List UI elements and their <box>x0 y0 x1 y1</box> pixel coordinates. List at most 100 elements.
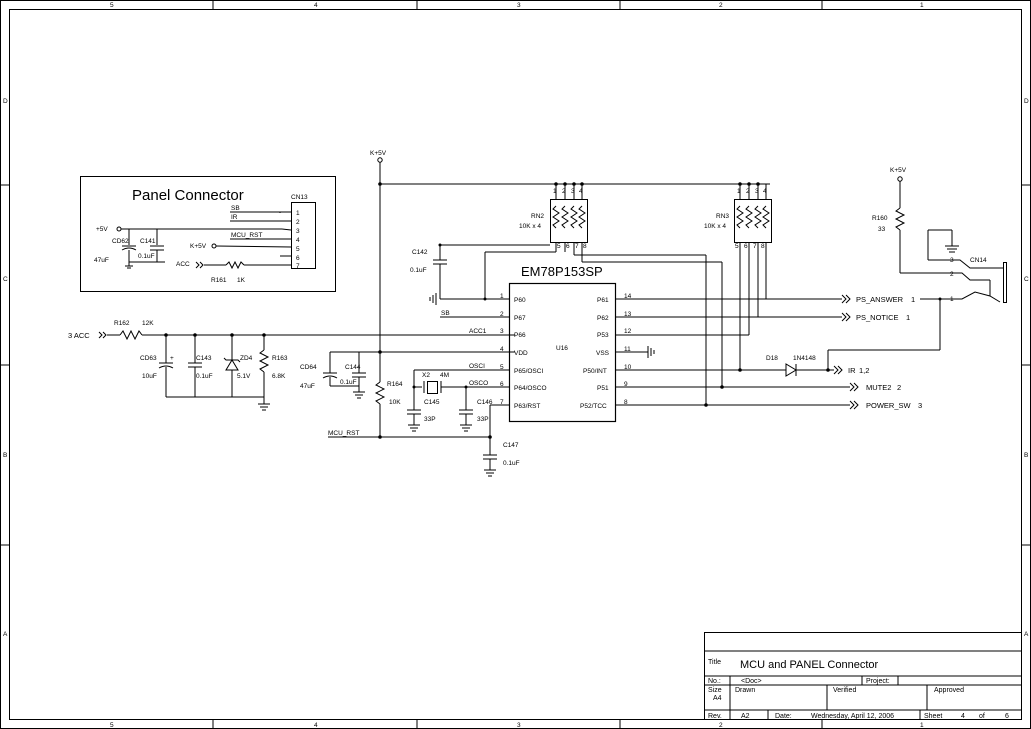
net-label: MCU_RST <box>328 430 359 437</box>
rn3-pin: 7 <box>753 243 757 250</box>
title-block: Title MCU and PANEL Connector No.: <Doc>… <box>704 632 1022 720</box>
rn2-pin: 2 <box>562 188 566 195</box>
cn13-ref: CN13 <box>291 194 308 201</box>
drawn-label: Drawn <box>735 687 755 694</box>
r161-ref: R161 <box>211 277 227 284</box>
sheet-total: 6 <box>1005 713 1009 720</box>
c147-value: 0.1uF <box>503 460 520 467</box>
x2-value: 4M <box>440 372 449 379</box>
rn3-pin: 4 <box>763 188 767 195</box>
date-label: Date: <box>775 713 792 720</box>
c146-value: 33P <box>477 416 489 423</box>
row-label: C <box>3 276 8 283</box>
col-label: 2 <box>719 722 723 729</box>
c141-value: 0.1uF <box>138 253 155 260</box>
c142-value: 0.1uF <box>410 267 427 274</box>
col-label: 5 <box>110 722 114 729</box>
mcu-pin-number: 8 <box>624 399 628 406</box>
c141-ref: C141 <box>140 238 156 245</box>
mcu-pin-number: 5 <box>500 364 504 371</box>
port-num: 1 <box>911 295 915 304</box>
cn14-pin: 2 <box>950 271 954 278</box>
col-label: 5 <box>110 2 114 9</box>
mcu-pin-name: P50/INT <box>583 368 607 375</box>
mcu-pin-number: 13 <box>624 311 632 318</box>
cn13-pin-numbers: 1 2 3 4 5 6 7 <box>296 210 300 270</box>
r160-value: 33 <box>878 226 886 233</box>
col-label: 4 <box>314 722 318 729</box>
title-label: Title <box>708 659 721 666</box>
rn3-ref: RN3 <box>716 213 729 220</box>
no-value: <Doc> <box>741 678 762 685</box>
rn3-pin: 5 <box>735 243 739 250</box>
project-label: Project: <box>866 678 890 685</box>
net-label: SB <box>441 310 450 317</box>
mcu-pin-name: VSS <box>596 350 610 357</box>
mcu-pin-number: 12 <box>624 328 632 335</box>
mcu-pin-number: 14 <box>624 293 632 300</box>
mcu-pin-name: P52/TCC <box>580 403 607 410</box>
row-label: A <box>1024 631 1029 638</box>
mcu-pin-name: P67 <box>514 315 526 322</box>
mcu-pin-name: P65/OSCI <box>514 368 543 375</box>
c145-value: 33P <box>424 416 436 423</box>
cn14-pin: 3 <box>950 257 954 264</box>
mcu-pin-number: 1 <box>500 293 504 300</box>
cd62-ref: CD62 <box>112 238 129 245</box>
rn3-value: 10K x 4 <box>704 223 726 230</box>
c142-ref: C142 <box>412 249 428 256</box>
zd4-ref: ZD4 <box>240 355 253 362</box>
kplus5v-reset-section: K+5V CD64 47uF C144 0.1uF R164 10K MCU_R… <box>300 150 770 439</box>
mcu-pin-name: P64/OSCO <box>514 385 547 392</box>
cn14-pin: 1 <box>950 296 954 303</box>
pin-number: 4 <box>296 237 300 244</box>
c146-ref: C146 <box>477 399 493 406</box>
mcu-pin-name: P66 <box>514 332 526 339</box>
d18-ref: D18 <box>766 355 778 362</box>
rn3-pin: 3 <box>755 188 759 195</box>
rn2-pin: 7 <box>575 243 579 250</box>
r162-value: 12K <box>142 320 154 327</box>
x2-ref: X2 <box>422 372 430 379</box>
col-label: 1 <box>920 722 924 729</box>
rn2-value: 10K x 4 <box>519 223 541 230</box>
power-label: K+5V <box>890 167 907 174</box>
c144-ref: C144 <box>345 364 361 371</box>
power-label: K+5V <box>190 243 207 250</box>
port-num: 2 <box>897 383 901 392</box>
r160-ref: R160 <box>872 215 888 222</box>
size-label: Size <box>708 687 722 694</box>
net-label: OSCI <box>469 363 485 370</box>
port-ir: IR <box>848 366 856 375</box>
pin-number: 2 <box>296 219 300 226</box>
cd63-ref: CD63 <box>140 355 157 362</box>
c142-capacitor: C142 0.1uF <box>410 243 550 280</box>
power-label: K+5V <box>370 150 387 157</box>
mcu-pin-number: 4 <box>500 346 504 353</box>
r163-value: 6.8K <box>272 373 286 380</box>
rn2-pin: 5 <box>557 243 561 250</box>
c143-value: 0.1uF <box>196 373 213 380</box>
mcu-pin-name: P51 <box>597 385 609 392</box>
cn14-ref: CN14 <box>970 257 987 264</box>
date-value: Wednesday, April 12, 2006 <box>811 713 894 720</box>
port-mute2: MUTE2 <box>866 383 891 392</box>
cd63-value: 10uF <box>142 373 157 380</box>
acc-input-section: 3 ACC R162 12K + CD63 10uF C143 0.1uF ZD… <box>68 320 515 411</box>
r163-ref: R163 <box>272 355 288 362</box>
net-label: MCU_RST <box>231 232 262 239</box>
port-ps-notice: PS_NOTICE <box>856 313 899 322</box>
row-label: B <box>1024 452 1028 459</box>
rn2-pin: 4 <box>579 188 583 195</box>
c143-ref: C143 <box>196 355 212 362</box>
mcu-pin-number: 6 <box>500 381 504 388</box>
sheet-number: 4 <box>961 713 965 720</box>
net-label: ACC1 <box>469 328 487 335</box>
rn2-pin: 6 <box>566 243 570 250</box>
rn3-pin: 8 <box>761 243 765 250</box>
port-num: 1 <box>906 313 910 322</box>
rn2-pin: 8 <box>583 243 587 250</box>
power-label: +5V <box>96 226 108 233</box>
